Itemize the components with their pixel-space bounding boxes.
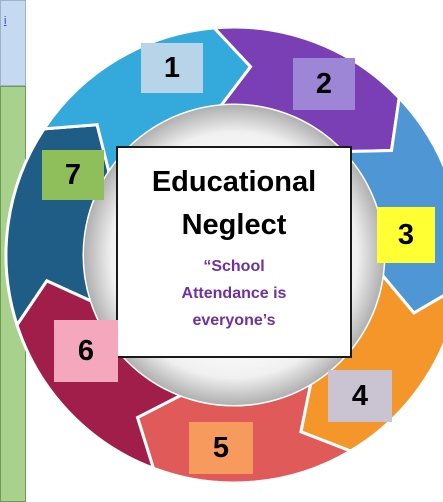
link-box: i	[0, 0, 26, 86]
step-1-label: 1	[141, 43, 203, 93]
step-5-label: 5	[189, 422, 253, 474]
center-subtitle-line3: everyone’s	[192, 312, 276, 329]
center-box: Educational Neglect “School Attendance i…	[116, 146, 352, 358]
step-7-label: 7	[42, 150, 104, 200]
center-subtitle-line2: Attendance is	[181, 285, 287, 302]
step-2-label: 2	[293, 58, 355, 110]
step-6-label: 6	[54, 320, 118, 382]
center-title-line2: Neglect	[181, 209, 287, 241]
center-title-line1: Educational	[151, 166, 317, 198]
step-3-label: 3	[377, 207, 435, 263]
step-4-label: 4	[328, 370, 392, 422]
center-subtitle-line1: “School	[203, 258, 265, 275]
link[interactable]: i	[4, 15, 7, 27]
